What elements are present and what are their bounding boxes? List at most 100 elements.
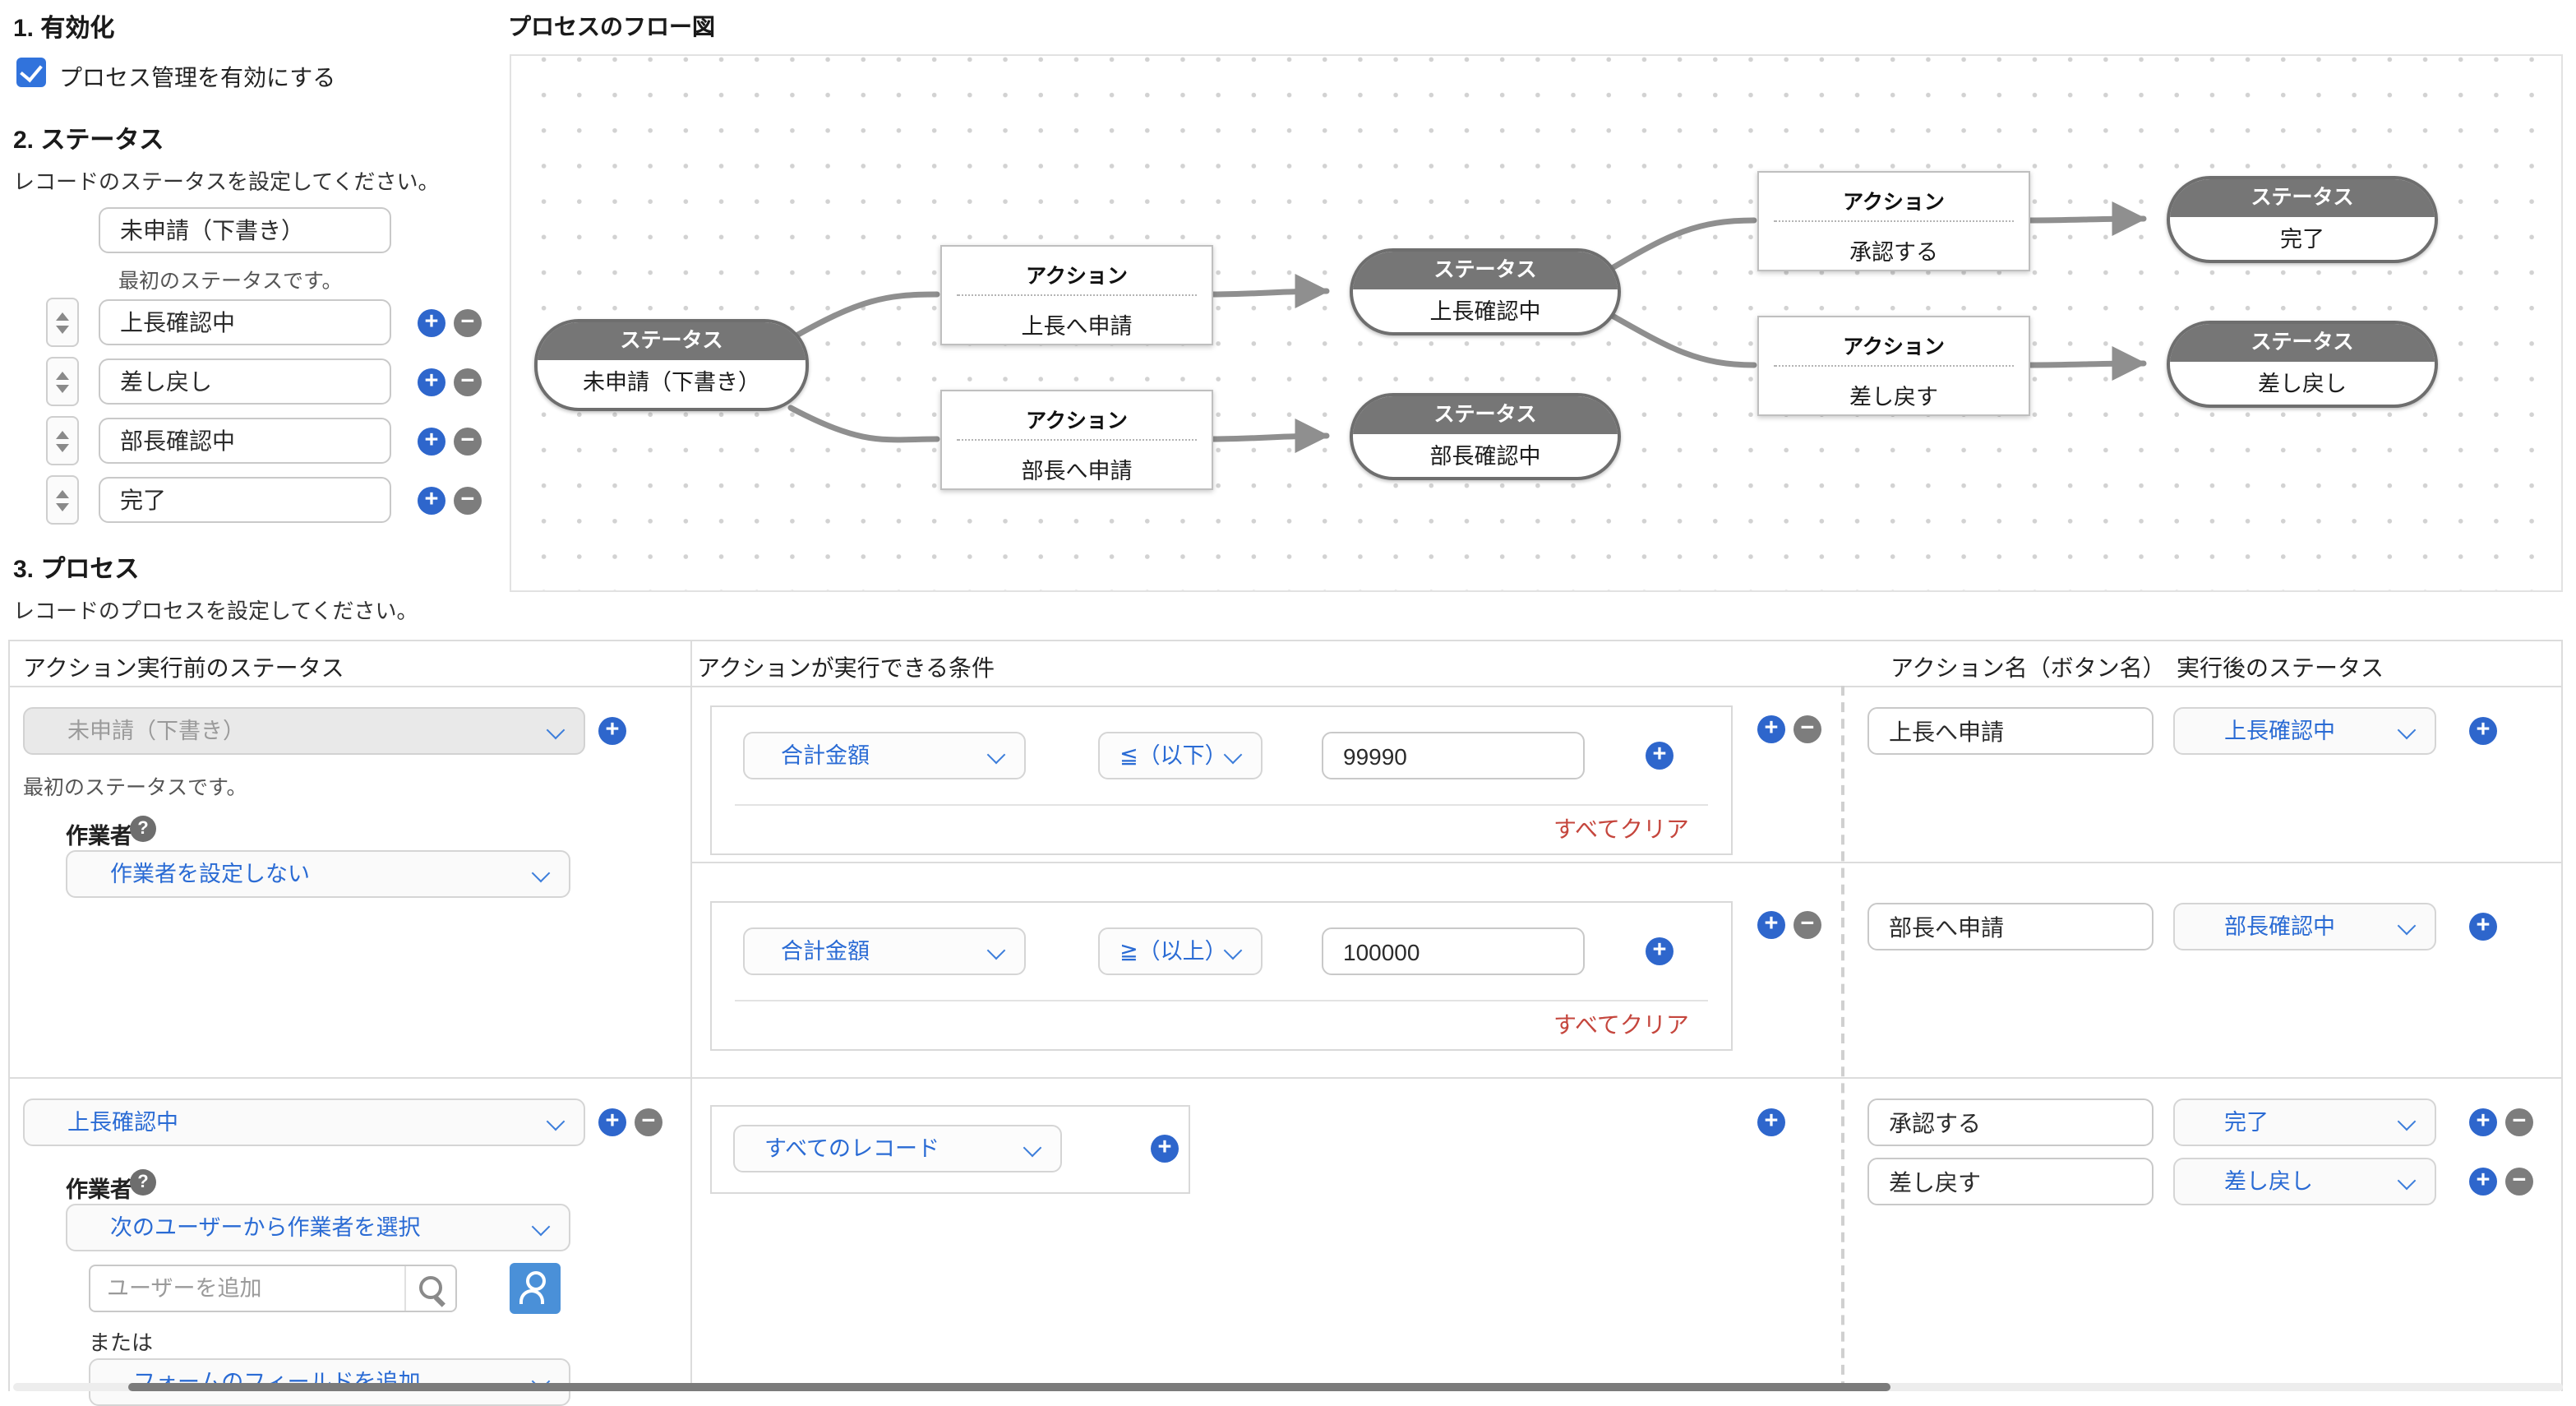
before-status-value: 上長確認中 (67, 1110, 178, 1135)
arrow-up-icon (56, 489, 69, 497)
remove-action-button[interactable]: − (2505, 1108, 2533, 1136)
remove-status-button[interactable]: − (454, 487, 482, 515)
after-status-value: 完了 (2224, 1110, 2269, 1135)
status-input-first[interactable] (99, 207, 391, 253)
flow-action-node[interactable]: アクション 承認する (1757, 171, 2030, 271)
after-status-select[interactable]: 差し戻し (2173, 1158, 2436, 1205)
clear-all-link[interactable]: すべてクリア (1553, 816, 1689, 842)
flow-status-node[interactable]: ステータス 未申請（下書き） (534, 319, 809, 411)
worker-select[interactable]: 次のユーザーから作業者を選択 (66, 1204, 570, 1251)
action-node-label: 部長へ申請 (1021, 459, 1133, 483)
before-status-select[interactable]: 上長確認中 (23, 1098, 585, 1146)
after-status-value: 上長確認中 (2224, 719, 2335, 743)
help-icon[interactable]: ? (130, 1169, 156, 1196)
reorder-handle[interactable] (46, 416, 79, 465)
action-name-input[interactable] (1867, 1158, 2154, 1205)
add-action-button[interactable]: + (2469, 1168, 2497, 1196)
add-condition-row-button[interactable]: + (1757, 715, 1785, 743)
status-node-label: 部長確認中 (1429, 444, 1541, 469)
before-status-select-disabled[interactable]: 未申請（下書き） (23, 707, 585, 755)
action-node-label: 差し戻す (1849, 385, 1938, 409)
condition-operator-select[interactable]: ≧（以上） (1098, 927, 1263, 975)
remove-status-button[interactable]: − (454, 428, 482, 456)
remove-status-button[interactable]: − (454, 368, 482, 396)
check-icon (20, 58, 43, 83)
action-node-divider (957, 439, 1197, 441)
flow-status-node[interactable]: ステータス 完了 (2167, 176, 2438, 263)
action-node-label: 上長へ申請 (1021, 314, 1133, 339)
column-header-before-status: アクション実行前のステータス (23, 654, 344, 681)
flow-status-node[interactable]: ステータス 差し戻し (2167, 321, 2438, 408)
status-input[interactable] (99, 358, 391, 405)
column-header-action-name: アクション名（ボタン名） (1890, 654, 2166, 681)
add-action-button[interactable]: + (2469, 717, 2497, 745)
clear-all-link[interactable]: すべてクリア (1553, 1011, 1689, 1038)
add-process-row-button[interactable]: + (598, 1108, 626, 1136)
after-status-select[interactable]: 完了 (2173, 1098, 2436, 1146)
arrow-up-icon (56, 430, 69, 438)
remove-condition-row-button[interactable]: − (1794, 715, 1821, 743)
process-enable-checkbox[interactable] (16, 58, 46, 87)
action-name-input[interactable] (1867, 1098, 2154, 1146)
worker-select[interactable]: 作業者を設定しない (66, 850, 570, 898)
add-process-row-button[interactable]: + (598, 717, 626, 745)
add-status-button[interactable]: + (418, 487, 445, 515)
condition-field-select[interactable]: 合計金額 (743, 927, 1026, 975)
action-name-input[interactable] (1867, 903, 2154, 950)
user-search-input[interactable] (90, 1266, 404, 1311)
horizontal-scrollbar-thumb[interactable] (128, 1383, 1890, 1391)
add-status-button[interactable]: + (418, 428, 445, 456)
status-input[interactable] (99, 299, 391, 345)
select-user-button[interactable] (510, 1263, 561, 1314)
status-input[interactable] (99, 418, 391, 464)
remove-process-row-button[interactable]: − (635, 1108, 662, 1136)
action-name-input[interactable] (1867, 707, 2154, 755)
after-status-select[interactable]: 上長確認中 (2173, 707, 2436, 755)
condition-value-input[interactable] (1322, 927, 1585, 975)
add-condition-button[interactable]: + (1646, 742, 1673, 770)
remove-condition-row-button[interactable]: − (1794, 911, 1821, 939)
add-status-button[interactable]: + (418, 368, 445, 396)
flow-status-node[interactable]: ステータス 上長確認中 (1350, 248, 1621, 335)
column-header-condition: アクションが実行できる条件 (697, 654, 995, 681)
condition-field-select[interactable]: 合計金額 (743, 732, 1026, 779)
condition-operator-select[interactable]: ≦（以下） (1098, 732, 1263, 779)
flow-action-node[interactable]: アクション 上長へ申請 (940, 245, 1213, 345)
status-node-label: 完了 (2280, 227, 2324, 252)
reorder-handle[interactable] (46, 298, 79, 347)
add-condition-button[interactable]: + (1151, 1135, 1179, 1163)
action-node-divider (957, 294, 1197, 296)
flow-status-node[interactable]: ステータス 部長確認中 (1350, 393, 1621, 480)
reorder-handle[interactable] (46, 357, 79, 406)
status-node-header: ステータス (538, 322, 806, 362)
or-label: または (89, 1330, 154, 1355)
flow-diagram-canvas: ステータス 未申請（下書き） ステータス 上長確認中 ステータス 部長確認中 ス… (510, 54, 2563, 592)
after-status-select[interactable]: 部長確認中 (2173, 903, 2436, 950)
remove-status-button[interactable]: − (454, 309, 482, 337)
flow-action-node[interactable]: アクション 差し戻す (1757, 316, 2030, 416)
add-action-button[interactable]: + (2469, 1108, 2497, 1136)
action-node-divider (1774, 220, 2014, 222)
help-icon[interactable]: ? (130, 816, 156, 842)
condition-field-select[interactable]: すべてのレコード (733, 1125, 1062, 1172)
reorder-handle[interactable] (46, 475, 79, 525)
search-button[interactable] (404, 1266, 455, 1311)
condition-field-value: 合計金額 (781, 743, 870, 768)
add-condition-row-button[interactable]: + (1757, 1108, 1785, 1136)
add-action-button[interactable]: + (2469, 913, 2497, 941)
form-field-value: フォームのフィールドを追加 (133, 1370, 421, 1394)
remove-action-button[interactable]: − (2505, 1168, 2533, 1196)
form-field-select[interactable]: フォームのフィールドを追加 (89, 1358, 570, 1406)
flow-action-node[interactable]: アクション 部長へ申請 (940, 390, 1213, 490)
flow-diagram-title: プロセスのフロー図 (508, 13, 715, 39)
condition-value-input[interactable] (1322, 732, 1585, 779)
status-node-header: ステータス (2170, 324, 2435, 363)
user-search-box (89, 1265, 457, 1312)
add-condition-row-button[interactable]: + (1757, 911, 1785, 939)
condition-operator-value: ≦（以下） (1119, 743, 1227, 768)
status-input[interactable] (99, 477, 391, 523)
user-icon-body (519, 1289, 544, 1304)
add-status-button[interactable]: + (418, 309, 445, 337)
add-condition-button[interactable]: + (1646, 937, 1673, 965)
